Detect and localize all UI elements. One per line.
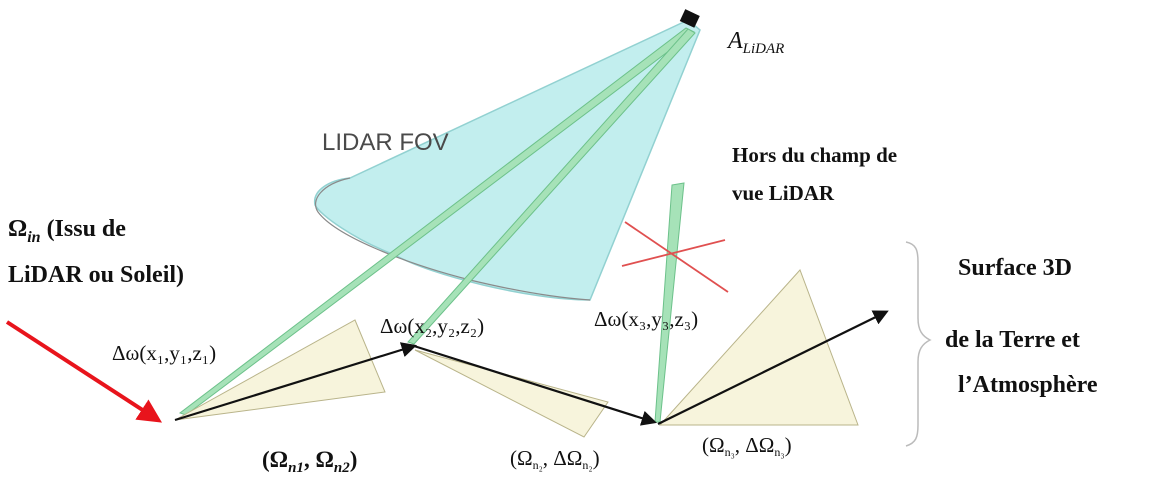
surface-brace xyxy=(905,241,932,447)
surface-label-line2: de la Terre et xyxy=(945,327,1080,353)
dw2-label: Δω(x₂,y₂,z₂) xyxy=(380,314,484,338)
fov-ellipse-edge xyxy=(315,177,591,301)
lidar-label: ALiDAR xyxy=(726,28,784,57)
scatter-cone-1 xyxy=(174,319,386,421)
omega-n2-label: (Ωn₂, ΔΩn₂) xyxy=(510,446,600,472)
scatter-cone-2 xyxy=(414,349,609,438)
lidar-beam-3 xyxy=(654,182,685,423)
surface-label-line1: Surface 3D xyxy=(958,255,1072,281)
hors-label-line2: vue LiDAR xyxy=(732,181,835,205)
omega-in-label-line2: LiDAR ou Soleil) xyxy=(8,262,184,288)
omega-in-label-line1: Ωin (Issu de xyxy=(8,216,126,246)
path-arrow-2 xyxy=(413,344,657,426)
cross-stroke-2 xyxy=(621,239,726,267)
cross-stroke-1 xyxy=(624,221,729,293)
surface-label-line3: l’Atmosphère xyxy=(958,372,1098,398)
scatter-cone-3 xyxy=(658,269,859,426)
hors-label-line1: Hors du champ de xyxy=(732,143,897,167)
omega-n3-label: (Ωn₃, ΔΩn₃) xyxy=(702,433,792,459)
lidar-sensor xyxy=(679,9,700,28)
path-arrow-1 xyxy=(174,342,417,422)
incident-arrow xyxy=(5,320,163,423)
dw1-label: Δω(x₁,y₁,z₁) xyxy=(112,341,216,365)
dw3-label: Δω(x₃,y₃,z₃) xyxy=(594,307,698,331)
fov-label: LIDAR FOV xyxy=(322,129,449,156)
omega-n1n2-label: (Ωn1, Ωn2) xyxy=(262,447,357,476)
path-arrow-3 xyxy=(657,310,889,425)
